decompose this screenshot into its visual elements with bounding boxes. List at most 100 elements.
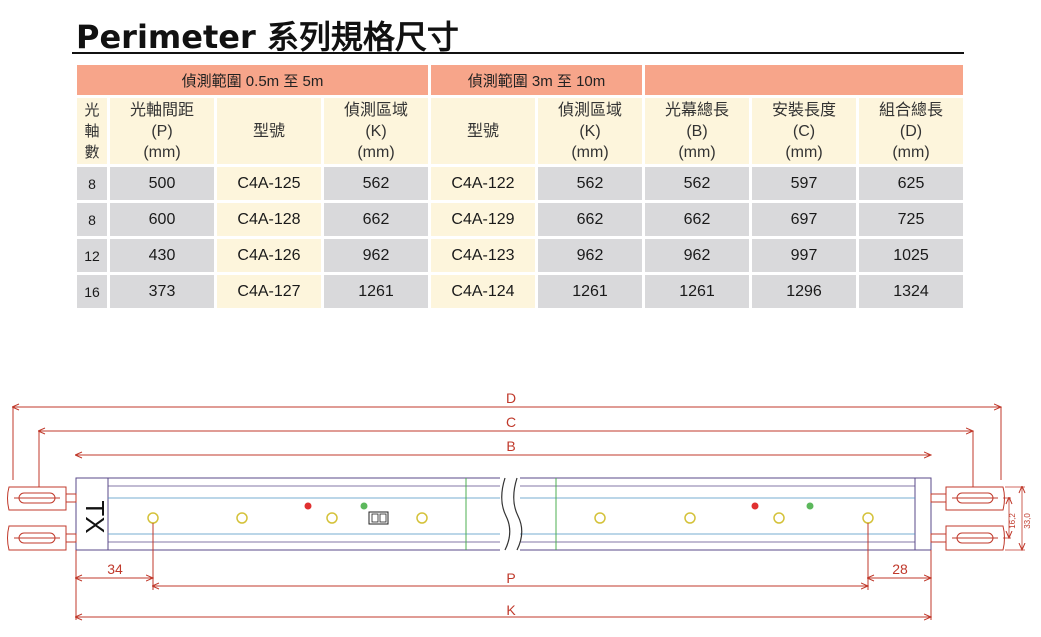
- header-zone-a-symbol: (K): [365, 122, 387, 140]
- cell-zone-b: 562: [538, 167, 642, 200]
- header-total-label: 組合總長: [878, 101, 943, 119]
- table-row: 8 600 C4A-128 662 C4A-129 662 662 697 72…: [77, 203, 963, 236]
- header-zone-b-label: 偵測區域: [557, 101, 622, 119]
- cell-model-a: C4A-127: [217, 275, 321, 308]
- cell-zone-b: 962: [538, 239, 642, 272]
- bracket-right: [930, 486, 1005, 551]
- dimension-d-label: D: [506, 390, 516, 406]
- lens-icon: [862, 512, 874, 524]
- column-header-row: 光 軸 數 光軸間距 (P) (mm) 型號 偵測區域 (K) (mm) 型號 …: [77, 98, 963, 164]
- table-row: 16 373 C4A-127 1261 C4A-124 1261 1261 12…: [77, 275, 963, 308]
- dimension-c-label: C: [506, 414, 516, 430]
- cell-model-a: C4A-125: [217, 167, 321, 200]
- dimension-k: K: [76, 602, 931, 618]
- cell-total: 725: [859, 203, 963, 236]
- cell-pitch: 500: [110, 167, 214, 200]
- cell-install: 997: [752, 239, 856, 272]
- lens-row: [147, 512, 874, 524]
- dimension-b: B: [76, 438, 931, 455]
- cell-zone-a: 1261: [324, 275, 428, 308]
- cell-model-b: C4A-123: [431, 239, 535, 272]
- group-range-short: 偵測範圍 0.5m 至 5m: [77, 65, 428, 95]
- green-led-icon: [806, 502, 814, 510]
- cell-curtain: 562: [645, 167, 749, 200]
- bracket-left: [7, 486, 77, 551]
- cell-zone-b: 662: [538, 203, 642, 236]
- header-zone-b-symbol: (K): [579, 122, 601, 140]
- device-label-tx: TX: [80, 500, 110, 533]
- indicator-leds: [304, 502, 814, 525]
- red-led-icon: [751, 502, 759, 510]
- dimension-k-label: K: [506, 602, 516, 618]
- height-outer-label: 33,0: [1023, 513, 1032, 529]
- header-pitch-unit: (mm): [143, 143, 181, 161]
- dimension-p: P: [153, 570, 868, 586]
- header-curtain-symbol: (B): [686, 122, 708, 140]
- spec-table: 偵測範圍 0.5m 至 5m 偵測範圍 3m 至 10m 光 軸 數 光軸間距 …: [74, 62, 966, 311]
- display-icon: [368, 511, 389, 525]
- cell-model-b: C4A-122: [431, 167, 535, 200]
- dimension-offsets: 34 28: [76, 523, 931, 620]
- height-dimensions: 16,2 33,0: [1003, 487, 1032, 550]
- header-install-label: 安裝長度: [771, 101, 836, 119]
- header-zone-a-label: 偵測區域: [343, 101, 408, 119]
- header-model-a: 型號: [217, 98, 321, 164]
- cell-curtain: 962: [645, 239, 749, 272]
- cell-pitch: 600: [110, 203, 214, 236]
- offset-left-label: 34: [107, 561, 123, 577]
- dimension-drawing: D C B TX: [7, 390, 1032, 637]
- cell-install: 597: [752, 167, 856, 200]
- cell-model-b: C4A-129: [431, 203, 535, 236]
- header-zone-b-unit: (mm): [571, 143, 609, 161]
- header-curtain: 光幕總長 (B) (mm): [645, 98, 749, 164]
- header-zone-a-unit: (mm): [357, 143, 395, 161]
- table-row: 8 500 C4A-125 562 C4A-122 562 562 597 62…: [77, 167, 963, 200]
- cell-install: 697: [752, 203, 856, 236]
- header-install-symbol: (C): [792, 122, 816, 140]
- height-inner-label: 16,2: [1008, 513, 1017, 529]
- cell-axes: 16: [77, 275, 107, 308]
- header-install-unit: (mm): [785, 143, 823, 161]
- lens-icon: [236, 512, 248, 524]
- dimension-b-label: B: [506, 438, 515, 454]
- header-axes-line2: 軸: [84, 122, 100, 140]
- header-curtain-unit: (mm): [678, 143, 716, 161]
- cell-model-a: C4A-128: [217, 203, 321, 236]
- cell-total: 1324: [859, 275, 963, 308]
- header-zone-b: 偵測區域 (K) (mm): [538, 98, 642, 164]
- header-axes: 光 軸 數: [77, 98, 107, 164]
- header-total-unit: (mm): [892, 143, 930, 161]
- header-pitch-symbol: (P): [151, 122, 173, 140]
- header-install: 安裝長度 (C) (mm): [752, 98, 856, 164]
- header-model-b: 型號: [431, 98, 535, 164]
- lens-icon: [594, 512, 606, 524]
- dimension-c: C: [39, 414, 973, 495]
- dimension-d: D: [13, 390, 1001, 480]
- header-zone-a: 偵測區域 (K) (mm): [324, 98, 428, 164]
- lens-icon: [147, 512, 159, 524]
- lens-icon: [326, 512, 338, 524]
- red-led-icon: [304, 502, 312, 510]
- cell-curtain: 1261: [645, 275, 749, 308]
- lens-icon: [684, 512, 696, 524]
- header-axes-line3: 數: [84, 143, 100, 161]
- cell-zone-a: 662: [324, 203, 428, 236]
- cell-total: 1025: [859, 239, 963, 272]
- cell-zone-b: 1261: [538, 275, 642, 308]
- lens-icon: [773, 512, 785, 524]
- group-blank: [645, 65, 963, 95]
- group-header-row: 偵測範圍 0.5m 至 5m 偵測範圍 3m 至 10m: [77, 65, 963, 95]
- cell-zone-a: 962: [324, 239, 428, 272]
- cell-zone-a: 562: [324, 167, 428, 200]
- offset-right-label: 28: [892, 561, 908, 577]
- cell-model-a: C4A-126: [217, 239, 321, 272]
- header-total: 組合總長 (D) (mm): [859, 98, 963, 164]
- header-pitch-label: 光軸間距: [129, 101, 194, 119]
- light-curtain-body: TX: [75, 472, 932, 558]
- page-title: Perimeter 系列規格尺寸: [76, 18, 459, 56]
- cell-install: 1296: [752, 275, 856, 308]
- lens-icon: [416, 512, 428, 524]
- cell-pitch: 430: [110, 239, 214, 272]
- header-pitch: 光軸間距 (P) (mm): [110, 98, 214, 164]
- title-underline: [72, 52, 964, 54]
